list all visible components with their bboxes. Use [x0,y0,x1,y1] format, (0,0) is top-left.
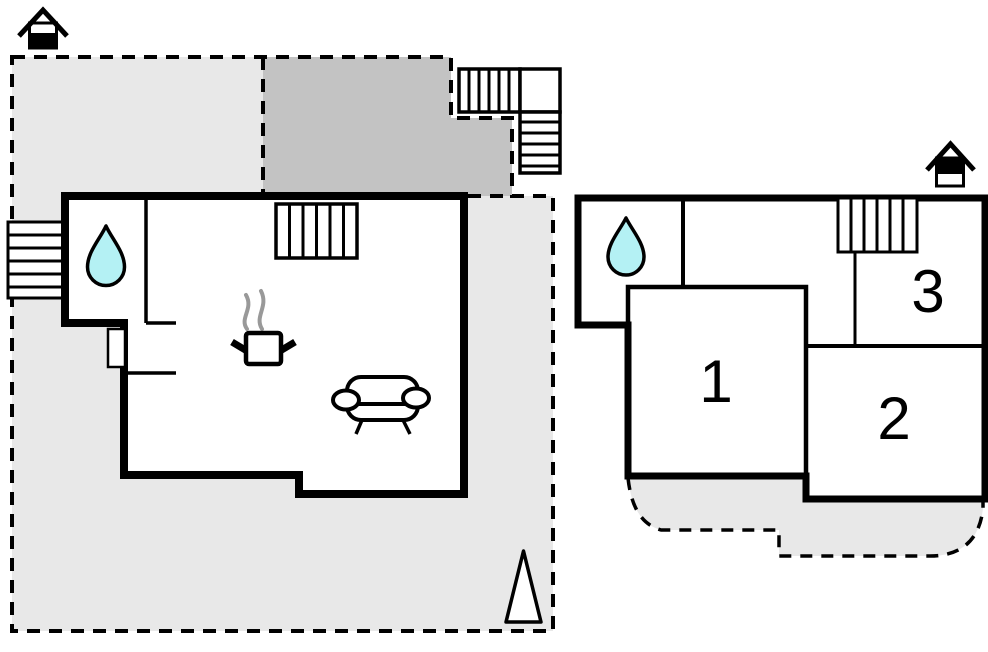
house-outer-walls [574,194,988,503]
balcony-boundary-dashed [626,477,985,558]
stair-treads [288,204,345,258]
roof [17,6,69,38]
stove-icon [230,289,297,367]
sofa-armrest [331,388,361,412]
balcony-terrace [628,478,983,556]
sofa-icon [331,375,431,435]
staircase-icon [836,196,919,254]
pot-body [243,330,284,367]
interior-walls [127,196,176,375]
upper-level-house-icon [925,140,976,188]
interior-staircase-icon [274,202,359,260]
door-symbol [106,327,127,369]
roof [925,140,976,172]
step-treads [8,233,63,289]
upper-floor-plan: 1 2 3 [574,140,988,558]
stair-treads [849,198,905,252]
steam-line [242,293,251,331]
sofa-legs [354,419,412,435]
room-2-label: 2 [877,385,910,452]
room-1-label: 1 [699,348,732,415]
filled-upper-half [935,158,965,174]
tree-icon [504,549,543,624]
sofa-armrest [401,386,431,410]
ground-level-house-icon [17,6,69,50]
water-drop-icon [85,224,127,288]
entrance-steps-icon [6,220,65,300]
stair-landing [518,67,562,114]
steam-line [257,289,266,331]
plot-boundary-dashed [10,55,555,633]
room1-walls [625,284,809,476]
filled-lower-half [28,33,58,48]
ground-floor-plan [6,6,562,633]
room-3-label: 3 [911,258,944,325]
water-drop-icon [606,216,646,277]
stair-treads [467,69,511,112]
exterior-staircase-icon [457,67,562,175]
stair-treads [520,120,560,168]
